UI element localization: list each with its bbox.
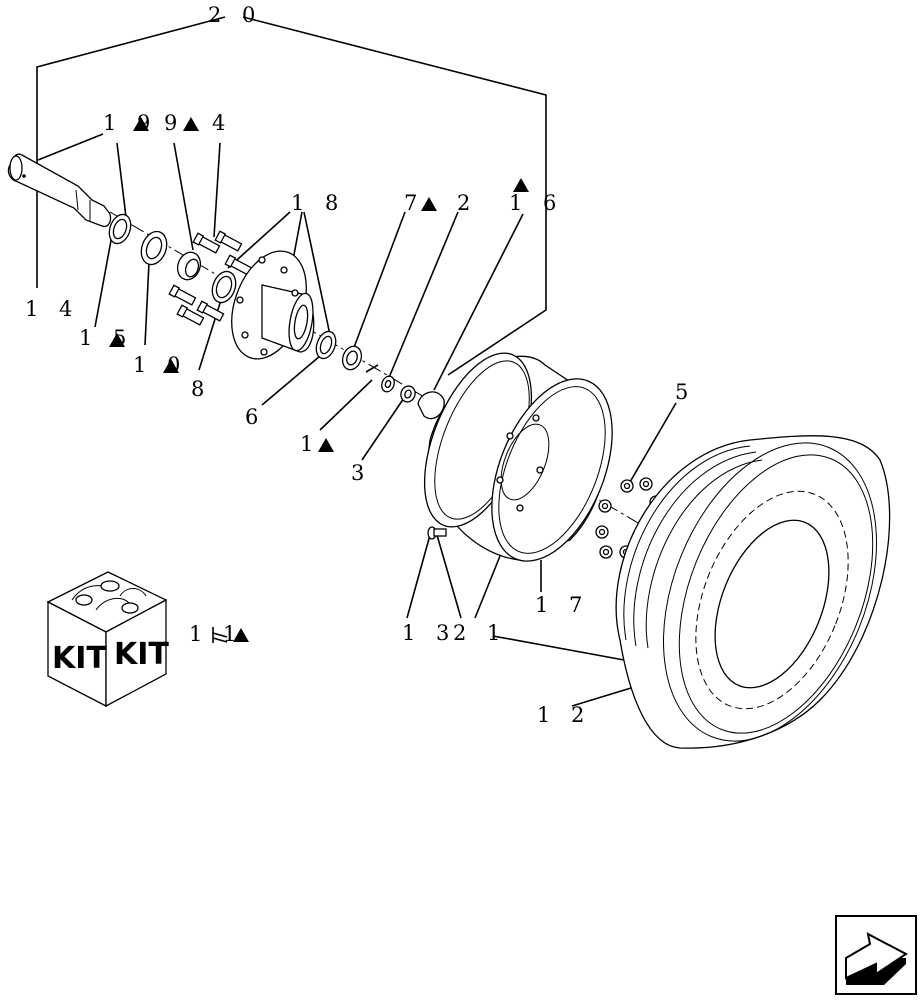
seal-15 <box>108 213 132 245</box>
cotter-pin-1 <box>365 364 379 373</box>
wheel-rim <box>423 352 613 562</box>
callout-8: 8 <box>191 377 211 401</box>
triangle-icon <box>318 438 334 452</box>
navigation-arrow-icon[interactable] <box>835 915 917 995</box>
castle-nut-3 <box>400 385 416 403</box>
callout-12: 1 2 <box>537 703 591 727</box>
callout-2: 2 <box>457 191 477 215</box>
bearing-cup-8 <box>211 270 237 304</box>
callout-10: 1 0 <box>133 353 187 377</box>
hub <box>231 250 315 360</box>
callout-1: 1 <box>300 432 320 456</box>
callout-16: 1 6 <box>509 191 563 215</box>
callout-13: 1 3 <box>402 621 456 645</box>
callout-3: 3 <box>351 461 371 485</box>
valve-stem <box>427 526 447 540</box>
seal-6 <box>315 330 337 360</box>
callout-6: 6 <box>245 405 265 429</box>
callout-18: 1 8 <box>291 191 345 215</box>
callout-7: 7 <box>404 191 424 215</box>
spacer-10 <box>140 230 168 266</box>
callout-17: 1 7 <box>535 593 589 617</box>
callout-15: 1 5 <box>79 326 133 350</box>
triangle-icon <box>183 117 199 131</box>
bearing-cone-9 <box>176 251 202 281</box>
kit-label-right: KIT <box>114 637 169 672</box>
callout-14: 1 4 <box>25 297 79 321</box>
callout-19: 1 9 <box>103 111 157 135</box>
spindle <box>7 153 112 228</box>
leader-20-left <box>36 16 226 262</box>
hub-cap-16 <box>417 391 445 420</box>
callout-4: 4 <box>212 111 232 135</box>
callout-9: 9 <box>164 111 184 135</box>
leader-lines <box>36 16 677 707</box>
bearing-7 <box>341 345 363 371</box>
callout-5: 5 <box>675 380 695 404</box>
triangle-icon <box>109 333 125 347</box>
callout-21: 2 1 <box>453 621 507 645</box>
note-equals-icon <box>212 627 228 643</box>
kit-box-icon: KIT KIT <box>46 571 169 708</box>
triangle-icon <box>133 117 149 131</box>
triangle-icon <box>233 628 249 642</box>
triangle-icon <box>163 359 179 373</box>
callout-20: 2 0 <box>208 3 262 27</box>
triangle-icon <box>421 197 437 211</box>
wheel-studs <box>168 230 253 326</box>
tire <box>615 435 891 749</box>
triangle-icon <box>513 178 529 192</box>
triangle-markers <box>109 117 529 642</box>
leader-20-right <box>242 16 547 376</box>
kit-label-left: KIT <box>52 641 107 676</box>
washer-2 <box>381 375 395 393</box>
